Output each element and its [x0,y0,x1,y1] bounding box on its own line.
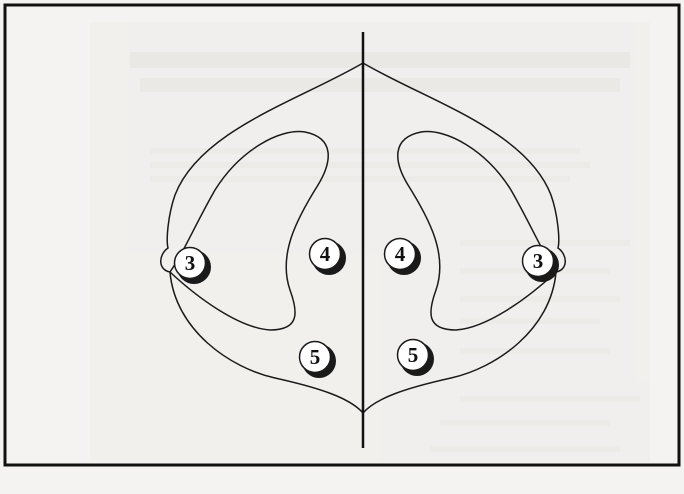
bleed-line [150,176,570,182]
marker-label: 3 [185,251,196,275]
bleed-line [140,78,620,92]
marker-label: 3 [533,249,544,273]
bleed-line [460,348,610,354]
bleed-line [460,296,620,302]
bleed-line [460,240,630,246]
bleed-line [430,446,620,452]
background-bleed-through [90,22,650,462]
bleed-line [130,52,630,68]
marker-label: 5 [408,343,419,367]
bleed-line [460,396,640,402]
marker-label: 4 [320,242,331,266]
marker-label: 5 [310,345,321,369]
bleed-line [150,162,590,168]
marker-label: 4 [395,242,406,266]
bleed-line [440,420,610,426]
